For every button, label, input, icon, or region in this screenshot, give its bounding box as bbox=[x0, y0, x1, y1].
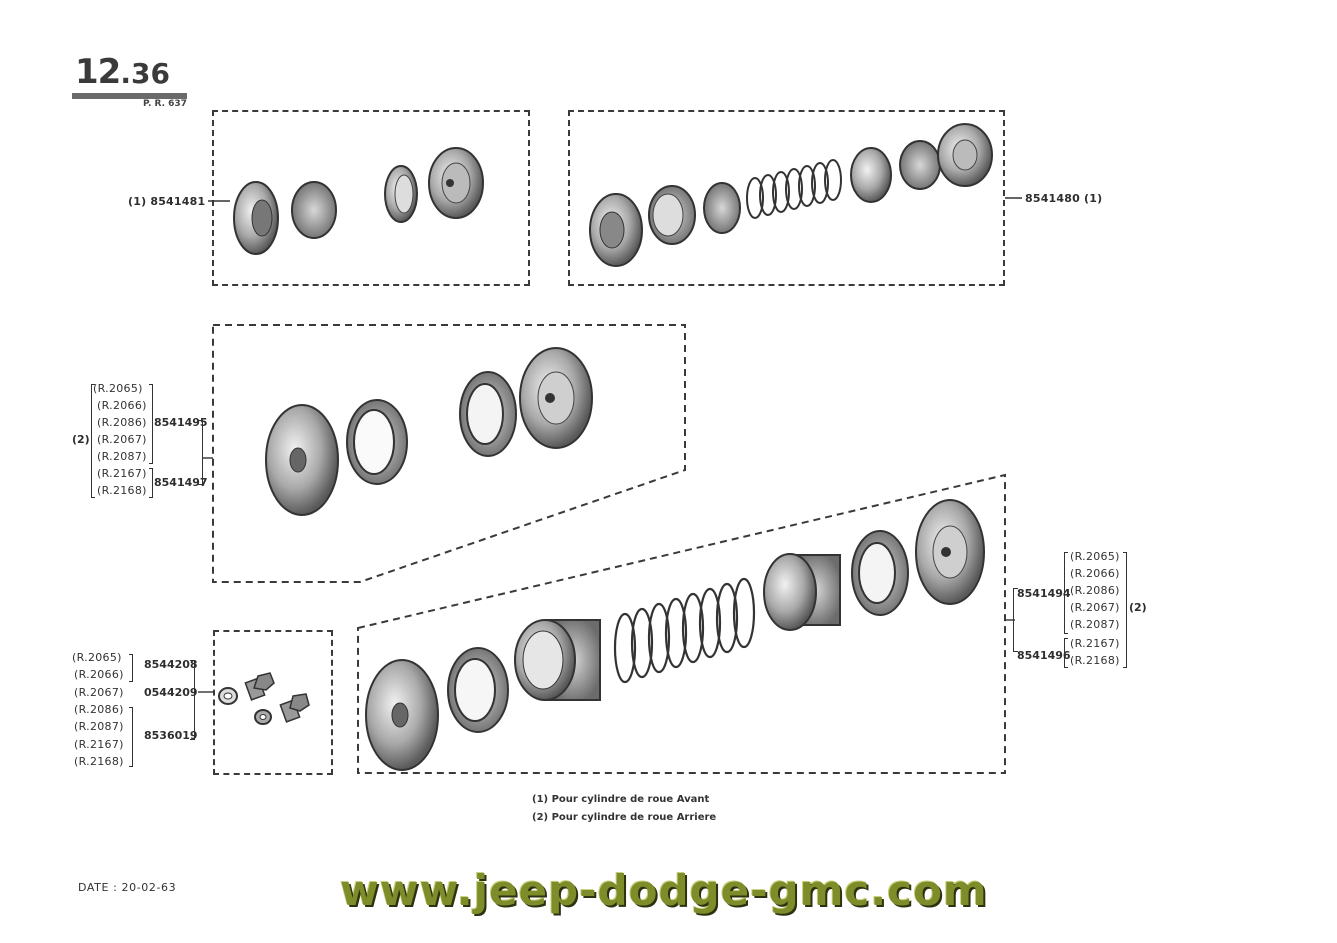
box-front-small bbox=[212, 110, 530, 286]
leader-lines bbox=[198, 197, 1022, 693]
front-small-parts bbox=[233, 147, 484, 255]
rear-large-bracket-right bbox=[1123, 552, 1127, 668]
bleeder-part-a: 8544208 bbox=[144, 658, 198, 671]
pr-code: P. R. 637 bbox=[143, 99, 187, 109]
box-rear-large bbox=[357, 473, 1006, 774]
rear-small-ref: (R.2167) bbox=[97, 467, 147, 480]
footnote-front: (1) Pour cylindre de roue Avant bbox=[532, 794, 710, 805]
rear-large-bracket-a bbox=[1064, 552, 1068, 634]
rear-large-ref: (R.2086) bbox=[1070, 584, 1120, 597]
rear-small-ref: (R.2067) bbox=[97, 433, 147, 446]
rear-large-part-a: 8541494 bbox=[1017, 587, 1071, 600]
bleeder-bracket-group bbox=[190, 660, 195, 740]
page-number: 12.36 bbox=[75, 52, 170, 92]
bleeder-bracket-c bbox=[129, 707, 133, 767]
bleeder-part-b: 0544209 bbox=[144, 686, 198, 699]
rear-small-bracket-group bbox=[197, 420, 203, 485]
bleeder-ref: (R.2065) bbox=[72, 651, 122, 664]
rear-large-bracket-b bbox=[1064, 638, 1068, 668]
page-number-main: 12 bbox=[75, 52, 121, 92]
rear-small-ref: (R.2066) bbox=[97, 399, 147, 412]
rear-large-part-b: 8541496 bbox=[1017, 649, 1071, 662]
rear-large-parts bbox=[365, 499, 985, 771]
page-number-sub: .36 bbox=[120, 57, 170, 90]
footnote-rear: (2) Pour cylindre de roue Arriere bbox=[532, 812, 717, 823]
box-bleeders bbox=[213, 630, 333, 775]
rear-large-ref: (R.2167) bbox=[1070, 637, 1120, 650]
website-watermark: www.jeep-dodge-gmc.com bbox=[340, 866, 988, 915]
rear-small-bracket-left bbox=[91, 384, 95, 498]
front-large-label: 8541480 (1) bbox=[1025, 192, 1103, 205]
front-small-label: (1) 8541481 bbox=[128, 195, 206, 208]
rear-small-ref: (R.2087) bbox=[97, 450, 147, 463]
bleeder-ref: (R.2168) bbox=[74, 755, 124, 768]
bleeder-ref: (R.2087) bbox=[74, 720, 124, 733]
date-line: DATE : 20-02-63 bbox=[78, 881, 177, 894]
rear-small-part-b: 8541497 bbox=[154, 476, 208, 489]
rear-large-note-marker: (2) bbox=[1129, 601, 1147, 614]
box-front-large bbox=[568, 110, 1005, 286]
rear-small-part-a: 8541495 bbox=[154, 416, 208, 429]
rear-large-ref: (R.2087) bbox=[1070, 618, 1120, 631]
bleeder-ref: (R.2066) bbox=[74, 668, 124, 681]
rear-small-ref: (R.2086) bbox=[97, 416, 147, 429]
rear-small-bracket-a bbox=[149, 384, 153, 464]
bleeder-parts bbox=[218, 672, 310, 725]
bleeder-ref: (R.2086) bbox=[74, 703, 124, 716]
header-rule bbox=[72, 93, 187, 99]
bleeder-bracket-a bbox=[129, 654, 133, 682]
front-large-parts bbox=[589, 123, 993, 267]
rear-small-ref: (R.2065) bbox=[93, 382, 143, 395]
rear-large-ref: (R.2168) bbox=[1070, 654, 1120, 667]
rear-large-bracket-group bbox=[1013, 588, 1018, 652]
rear-small-parts bbox=[265, 347, 593, 516]
rear-small-ref: (R.2168) bbox=[97, 484, 147, 497]
rear-large-ref: (R.2065) bbox=[1070, 550, 1120, 563]
rear-small-bracket-b bbox=[149, 468, 153, 498]
rear-small-note-marker: (2) bbox=[72, 433, 90, 446]
rear-large-ref: (R.2067) bbox=[1070, 601, 1120, 614]
bleeder-ref: (R.2167) bbox=[74, 738, 124, 751]
bleeder-part-c: 8536019 bbox=[144, 729, 198, 742]
bleeder-ref: (R.2067) bbox=[74, 686, 124, 699]
rear-large-ref: (R.2066) bbox=[1070, 567, 1120, 580]
